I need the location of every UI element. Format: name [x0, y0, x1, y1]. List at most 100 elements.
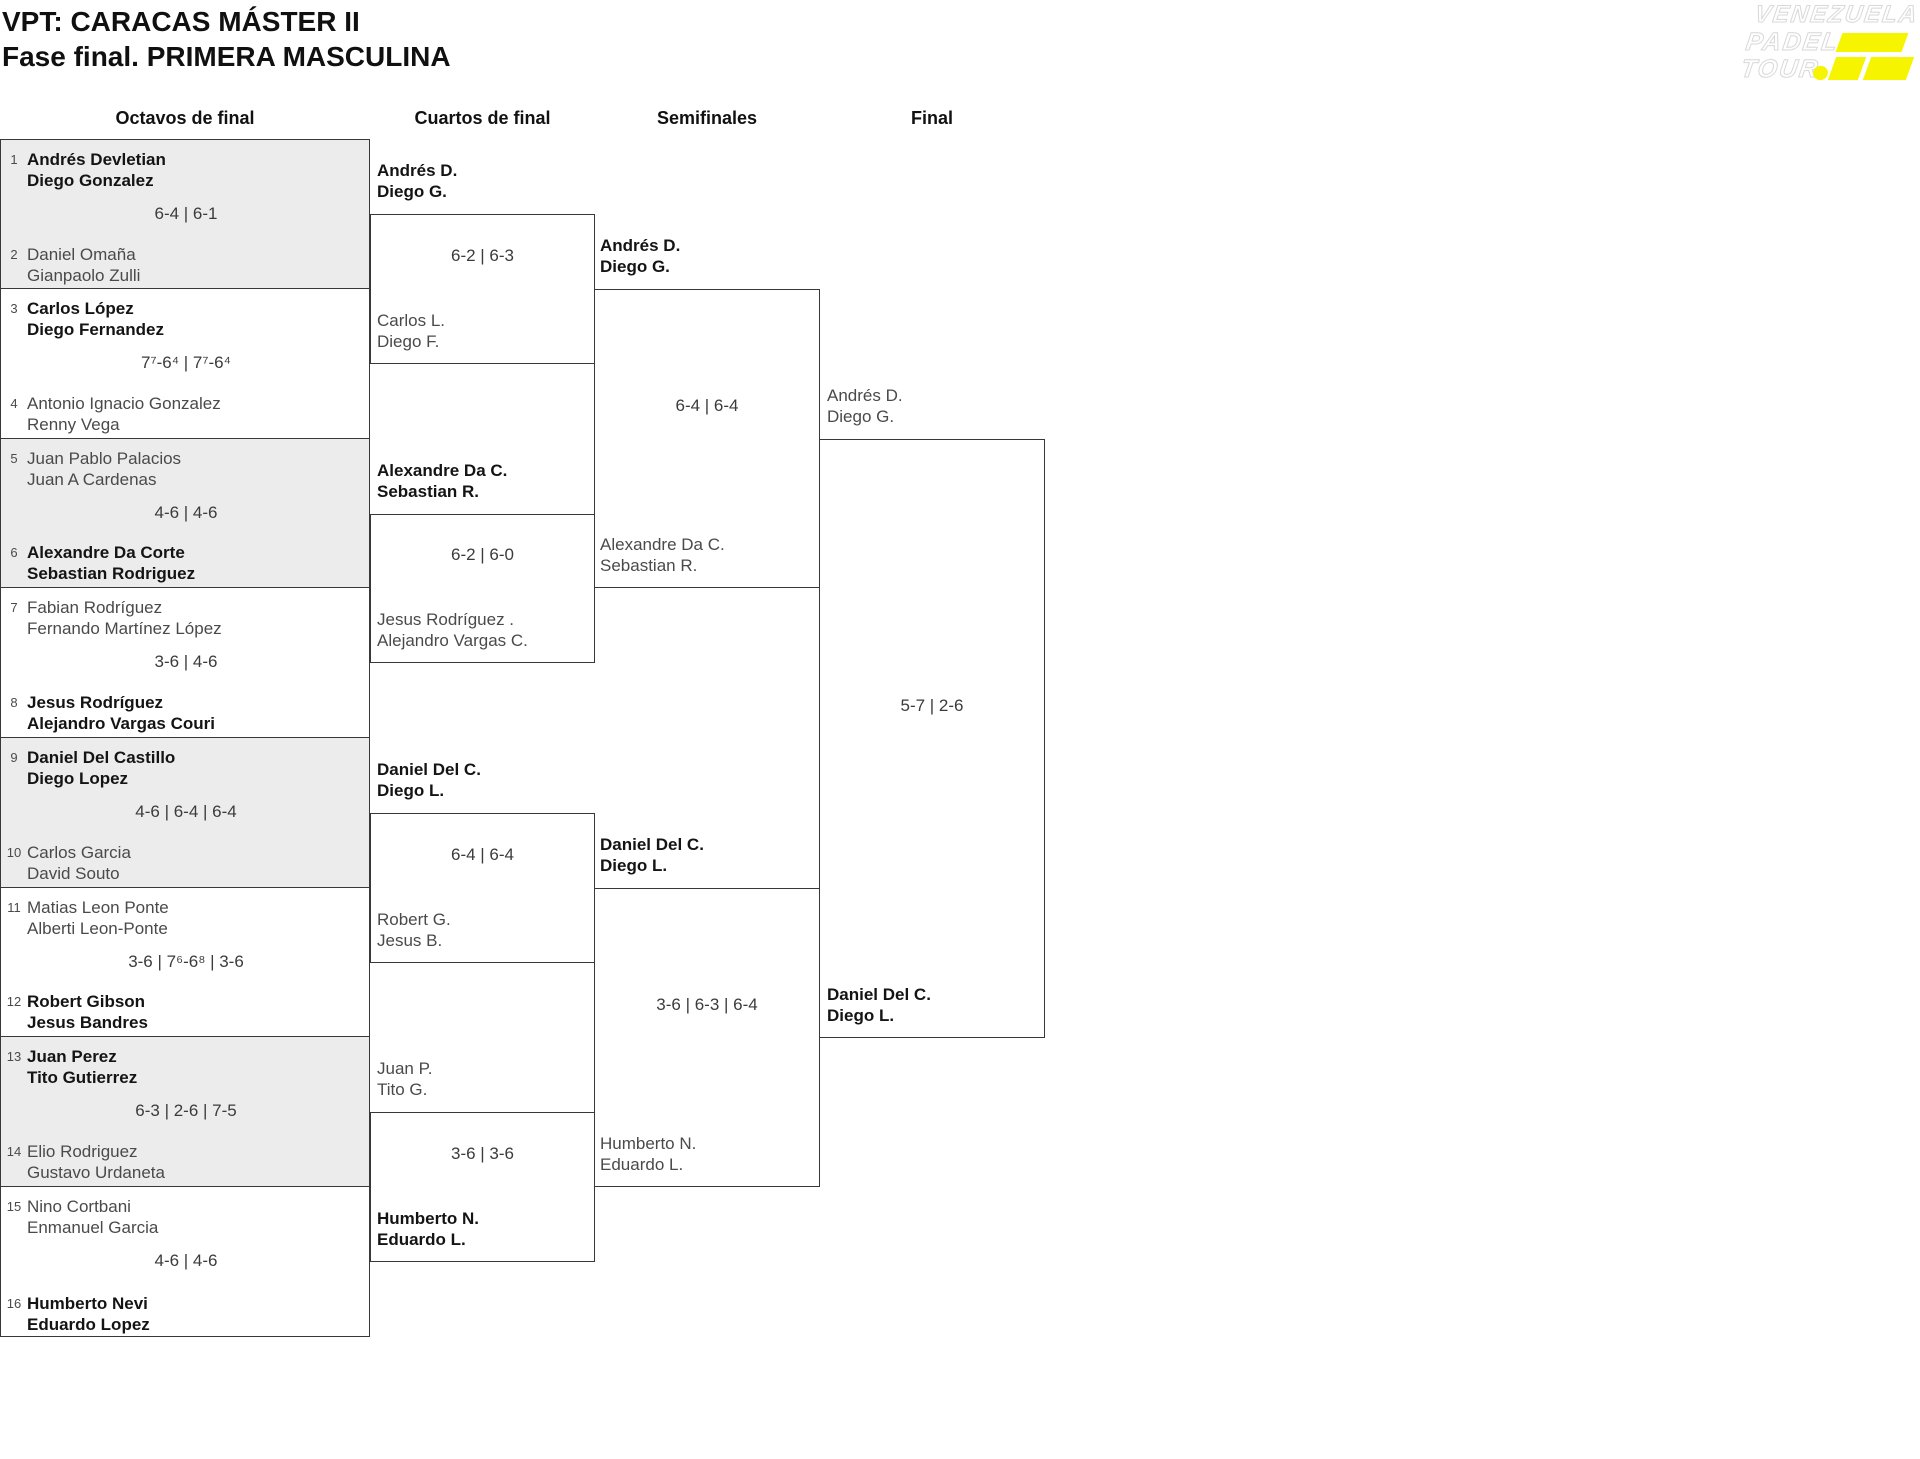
player-name: Renny Vega: [27, 415, 120, 434]
player-name: Diego G.: [600, 257, 670, 276]
cuartos-team: Alexandre Da C. Sebastian R.: [377, 460, 507, 502]
octavos-match-4: 7 Fabian Rodríguez Fernando Martínez Lóp…: [0, 588, 370, 738]
player-name: Daniel Del C.: [827, 985, 931, 1004]
round-header-semifinales: Semifinales: [656, 108, 758, 128]
semifinal-team: Humberto N. Eduardo L.: [600, 1133, 696, 1175]
player-name: Andrés D.: [827, 386, 903, 405]
final-score: 5-7 | 2-6: [900, 696, 964, 715]
player-name: Juan A Cardenas: [27, 470, 157, 489]
player-name: Juan Pablo Palacios: [27, 449, 182, 468]
player-name: Daniel Del Castillo: [27, 748, 176, 767]
cuartos-team: Carlos L. Diego F.: [377, 310, 445, 352]
player-name: Alejandro Vargas Couri: [27, 714, 215, 733]
cuartos-team: Humberto N. Eduardo L.: [377, 1208, 479, 1250]
match-score: 6-4 | 6-1: [154, 204, 218, 223]
player-name: Daniel Omaña: [27, 245, 136, 264]
player-name: Carlos Garcia: [27, 843, 131, 862]
player-name: Eduardo L.: [600, 1155, 684, 1174]
player-name: Alejandro Vargas C.: [377, 631, 528, 650]
seed-number: 11: [7, 900, 21, 915]
player-name: Tito Gutierrez: [27, 1068, 138, 1087]
cuartos-score: 3-6 | 3-6: [450, 1144, 514, 1163]
page-title: VPT: CARACAS MÁSTER II Fase final. PRIME…: [2, 4, 451, 74]
cuartos-team: Daniel Del C. Diego L.: [377, 759, 481, 801]
octavos-match-1: 1 Andrés Devletian Diego Gonzalez 6-4 | …: [0, 139, 370, 289]
match-score: 6-3 | 2-6 | 7-5: [135, 1101, 237, 1120]
player-name: Fabian Rodríguez: [27, 598, 163, 617]
seed-number: 3: [10, 301, 18, 316]
team-names: Robert Gibson Jesus Bandres: [27, 991, 148, 1033]
team-names: Elio Rodriguez Gustavo Urdaneta: [27, 1141, 165, 1183]
final-team: Daniel Del C. Diego L.: [827, 984, 931, 1026]
match-score: 3-6 | 4-6: [154, 652, 218, 671]
match-score: 3-6 | 7⁶-6⁸ | 3-6: [128, 952, 244, 971]
match-score: 7⁷-6⁴ | 7⁷-6⁴: [141, 353, 231, 372]
player-name: Sebastian R.: [377, 482, 480, 501]
player-name: Daniel Del C.: [600, 835, 704, 854]
octavos-match-7: 13 Juan Perez Tito Gutierrez 6-3 | 2-6 |…: [0, 1037, 370, 1187]
cuartos-team: Juan P. Tito G.: [377, 1058, 432, 1100]
player-name: Diego Gonzalez: [27, 171, 154, 190]
team-names: Jesus Rodríguez Alejandro Vargas Couri: [27, 692, 215, 734]
round-header-octavos: Octavos de final: [115, 108, 255, 128]
player-name: Robert G.: [377, 910, 451, 929]
team-names: Alexandre Da Corte Sebastian Rodriguez: [27, 542, 195, 584]
player-name: Humberto N.: [600, 1134, 697, 1153]
seed-number: 5: [10, 451, 18, 466]
player-name: Enmanuel Garcia: [27, 1218, 159, 1237]
player-name: Diego Lopez: [27, 769, 129, 788]
player-name: Diego L.: [377, 781, 445, 800]
octavos-match-2: 3 Carlos López Diego Fernandez 7⁷-6⁴ | 7…: [0, 289, 370, 439]
final-team: Andrés D. Diego G.: [827, 385, 903, 427]
phase-subtitle: Fase final. PRIMERA MASCULINA: [2, 41, 451, 72]
match-score: 4-6 | 4-6: [154, 1251, 218, 1270]
match-score: 4-6 | 6-4 | 6-4: [135, 802, 237, 821]
player-name: Diego F.: [377, 332, 440, 351]
team-names: Nino Cortbani Enmanuel Garcia: [27, 1196, 158, 1238]
player-name: Gianpaolo Zulli: [27, 266, 141, 285]
player-name: Juan P.: [377, 1059, 433, 1078]
player-name: Juan Perez: [27, 1047, 117, 1066]
seed-number: 6: [10, 545, 18, 560]
octavos-match-3: 5 Juan Pablo Palacios Juan A Cardenas 4-…: [0, 439, 370, 588]
team-names: Daniel Omaña Gianpaolo Zulli: [27, 244, 140, 286]
seed-number: 12: [6, 994, 22, 1009]
seed-number: 8: [10, 695, 18, 710]
seed-number: 1: [10, 152, 18, 167]
team-names: Andrés Devletian Diego Gonzalez: [27, 149, 166, 191]
seed-number: 7: [10, 600, 18, 615]
cuartos-bracket-box-4: [370, 1112, 595, 1262]
team-names: Fabian Rodríguez Fernando Martínez López: [27, 597, 222, 639]
player-name: Robert Gibson: [27, 992, 146, 1011]
logo-word-padel: PADEL: [1744, 28, 1842, 57]
player-name: Carlos López: [27, 299, 134, 318]
semifinal-team: Daniel Del C. Diego L.: [600, 834, 704, 876]
seed-number: 16: [6, 1296, 22, 1311]
semifinal-score: 6-4 | 6-4: [675, 396, 739, 415]
player-name: Antonio Ignacio Gonzalez: [27, 394, 221, 413]
player-name: Tito G.: [377, 1080, 428, 1099]
player-name: Alberti Leon-Ponte: [27, 919, 168, 938]
player-name: Gustavo Urdaneta: [27, 1163, 165, 1182]
player-name: Elio Rodriguez: [27, 1142, 138, 1161]
team-names: Antonio Ignacio Gonzalez Renny Vega: [27, 393, 221, 435]
cuartos-team: Jesus Rodríguez . Alejandro Vargas C.: [377, 609, 528, 651]
cuartos-team: Robert G. Jesus B.: [377, 909, 451, 951]
player-name: Diego G.: [377, 182, 447, 201]
player-name: Humberto Nevi: [27, 1294, 148, 1313]
player-name: Jesus Bandres: [27, 1013, 148, 1032]
seed-number: 9: [10, 750, 18, 765]
player-name: Carlos L.: [377, 311, 446, 330]
player-name: Diego G.: [827, 407, 895, 426]
logo-word-venezuela: VENEZUELA: [1753, 1, 1920, 29]
player-name: Sebastian R.: [600, 556, 698, 575]
logo-yellow-bar-top: [1835, 33, 1909, 52]
seed-number: 4: [10, 396, 18, 411]
cuartos-team: Andrés D. Diego G.: [377, 160, 457, 202]
seed-number: 14: [6, 1144, 22, 1159]
player-name: Daniel Del C.: [377, 760, 481, 779]
seed-number: 2: [10, 247, 18, 262]
semifinal-team: Andrés D. Diego G.: [600, 235, 680, 277]
round-header-final: Final: [910, 108, 953, 128]
player-name: Nino Cortbani: [27, 1197, 131, 1216]
